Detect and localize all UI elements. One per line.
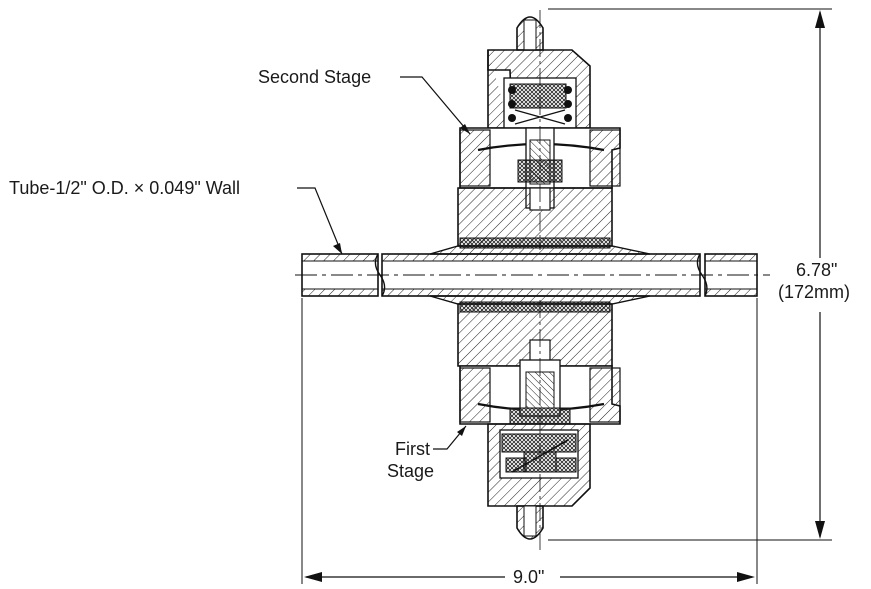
tube-spec-label: Tube-1/2" O.D. × 0.049" Wall	[9, 178, 240, 198]
height-dimension: 6.78" (172mm)	[548, 8, 850, 541]
tube	[295, 253, 770, 297]
label-second-stage: Second Stage	[258, 67, 471, 135]
height-dimension-mm: (172mm)	[778, 282, 850, 302]
label-tube: Tube-1/2" O.D. × 0.049" Wall	[9, 178, 343, 255]
width-dimension-label: 9.0"	[513, 567, 544, 587]
second-stage-label: Second Stage	[258, 67, 371, 87]
first-stage-label-line1: First	[395, 439, 430, 459]
height-dimension-inches: 6.78"	[796, 260, 837, 280]
second-stage-body	[429, 10, 651, 255]
first-stage-label-line2: Stage	[387, 461, 434, 481]
first-stage-body	[429, 295, 651, 552]
width-dimension: 9.0"	[301, 298, 758, 587]
label-first-stage: First Stage	[387, 425, 467, 481]
